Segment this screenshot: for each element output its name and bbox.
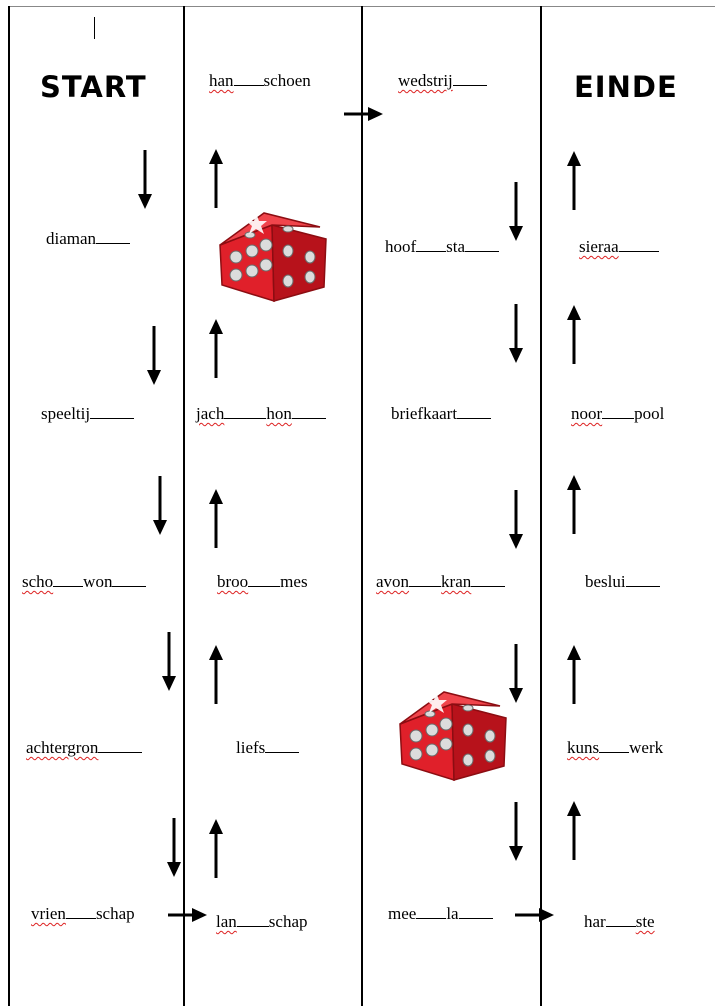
up-arrow-icon — [566, 150, 582, 210]
right-arrow-icon — [344, 106, 384, 122]
up-arrow-icon — [566, 304, 582, 364]
word-achtergron: achtergron — [26, 737, 142, 758]
up-arrow-icon — [208, 488, 224, 548]
word-liefst: liefs — [236, 737, 299, 758]
word-briefkaart: briefkaart — [391, 403, 491, 424]
up-arrow-icon — [208, 148, 224, 208]
right-arrow-icon — [168, 907, 208, 923]
down-arrow-icon — [508, 802, 524, 862]
up-arrow-icon — [208, 318, 224, 378]
column-border-1 — [8, 6, 10, 1006]
word-sieraad: sieraa — [579, 236, 659, 257]
red-dice-icon — [212, 205, 332, 315]
down-arrow-icon — [137, 150, 153, 210]
red-dice-icon — [392, 684, 512, 794]
word-besluit: beslui — [585, 571, 660, 592]
up-arrow-icon — [566, 474, 582, 534]
start-heading: START — [40, 70, 147, 104]
right-arrow-icon — [515, 907, 555, 923]
end-heading: EINDE — [574, 70, 678, 104]
down-arrow-icon — [508, 490, 524, 550]
column-border-2 — [183, 6, 185, 1006]
down-arrow-icon — [166, 818, 182, 878]
down-arrow-icon — [146, 326, 162, 386]
up-arrow-icon — [566, 800, 582, 860]
word-diaman: diaman — [46, 228, 130, 249]
down-arrow-icon — [508, 182, 524, 242]
word-wedstrijd: wedstrij — [398, 70, 487, 91]
up-arrow-icon — [208, 818, 224, 878]
down-arrow-icon — [152, 476, 168, 536]
up-arrow-icon — [208, 644, 224, 704]
column-border-4 — [540, 6, 542, 1006]
word-speeltij: speeltij — [41, 403, 134, 424]
down-arrow-icon — [161, 632, 177, 692]
down-arrow-icon — [508, 304, 524, 364]
column-border-3 — [361, 6, 363, 1006]
text-cursor — [94, 17, 95, 39]
up-arrow-icon — [566, 644, 582, 704]
